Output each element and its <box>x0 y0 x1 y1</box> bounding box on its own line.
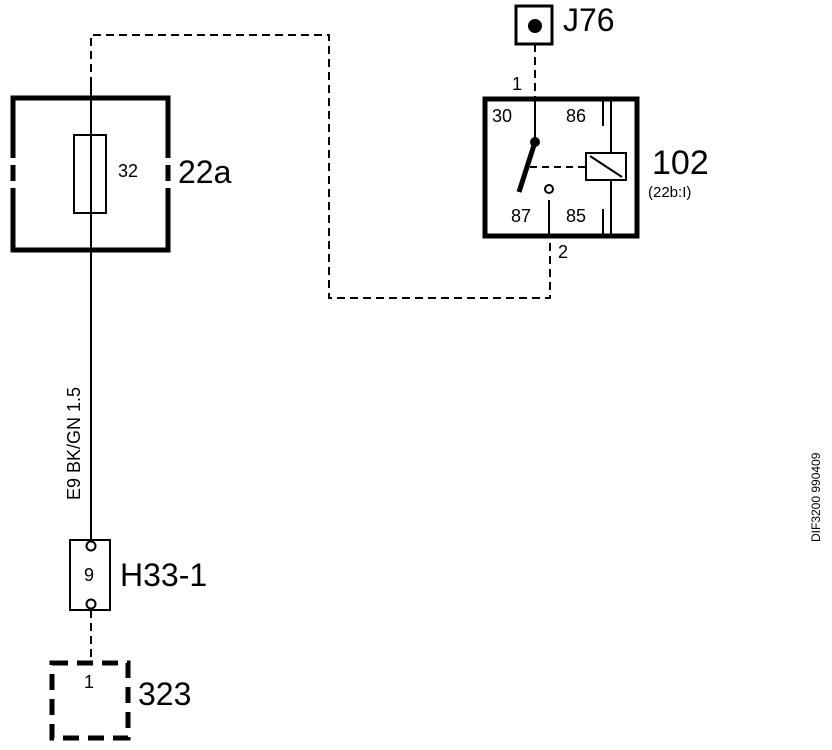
connector-j76-pin-label: 1 <box>512 74 522 94</box>
relay-pin-30: 30 <box>492 106 512 126</box>
relay-coil-slash <box>589 155 623 178</box>
drawing-code: DIF3200 990409 <box>809 452 823 542</box>
connector-h33-pin-label: 9 <box>84 565 94 585</box>
fuse-number-label: 32 <box>118 161 138 181</box>
component-323-label: 323 <box>138 676 191 712</box>
fuse-box-id-label: 22a <box>178 154 232 190</box>
relay-contact-87 <box>544 184 554 194</box>
connector-j76-pin-dot <box>528 19 542 33</box>
connector-j76-label: J76 <box>563 2 615 38</box>
connector-h33-bottom-hole <box>85 598 97 610</box>
relay-pin-86: 86 <box>566 106 586 126</box>
relay-id-label: 102 <box>652 144 709 182</box>
relay-output-pin-label: 2 <box>558 242 568 262</box>
relay-ref-label: (22b:I) <box>648 184 691 201</box>
connector-h33-label: H33-1 <box>120 557 207 593</box>
wire-label: E9 BK/GN 1.5 <box>64 387 84 500</box>
relay-pin-87: 87 <box>511 206 531 226</box>
component-323-box <box>49 660 131 741</box>
relay-switch-arm <box>516 141 538 193</box>
relay-pin-85: 85 <box>566 206 586 226</box>
connector-h33-top-hole <box>85 540 97 552</box>
connector-h33-box <box>69 539 111 611</box>
dashed-wire-fuse-to-relay <box>90 34 551 299</box>
component-323-pin-label: 1 <box>84 672 94 692</box>
